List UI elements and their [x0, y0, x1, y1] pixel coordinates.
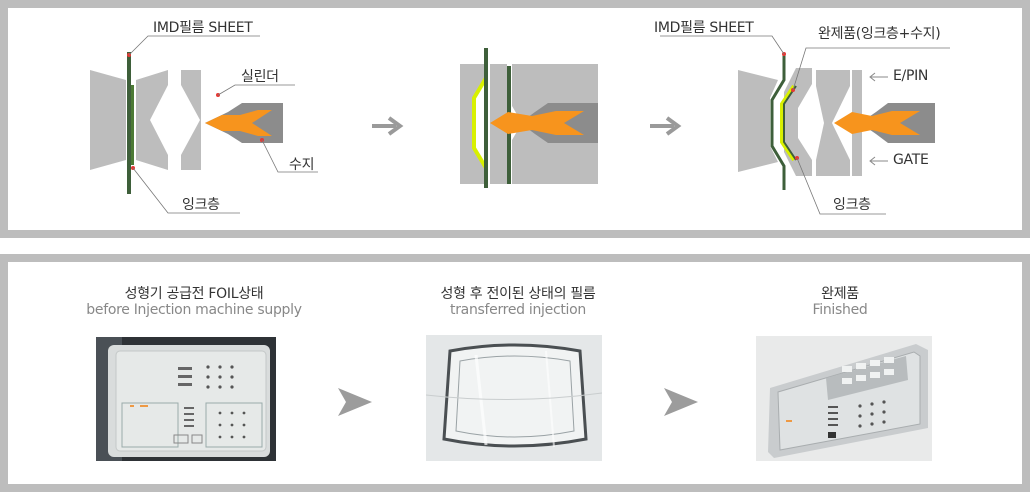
- opened-mold-right: [816, 70, 850, 176]
- process-arrow-2: [650, 116, 682, 136]
- step2-mold-diagram: [460, 48, 598, 188]
- item3-subtitle: Finished: [812, 302, 868, 318]
- film-leader-line: [128, 35, 260, 56]
- step3-ink-label: 잉크층: [833, 197, 871, 213]
- imd-film-sheet: [127, 52, 131, 194]
- finished-product-ink: [780, 84, 796, 162]
- resin-flow: [205, 110, 272, 136]
- step2-film-sheet: [484, 48, 488, 188]
- foil-before-supply-photo: [96, 337, 276, 461]
- cylinder-leader-line: [217, 84, 295, 96]
- step1-cylinder-label: 실린더: [241, 69, 279, 85]
- finished-product-resin: [783, 85, 797, 161]
- gate-arrow: [869, 156, 888, 166]
- closed-mold-left: [460, 64, 485, 184]
- transferred-film-photo: [426, 335, 602, 461]
- step3-film-label: IMD필름 SHEET: [654, 20, 754, 36]
- step3-resin-flow: [834, 111, 920, 135]
- step1-ink-label: 잉크층: [182, 197, 220, 213]
- step1-film-label: IMD필름 SHEET: [153, 20, 253, 36]
- step2-resin-flow: [490, 111, 584, 135]
- item2-title: 성형 후 전이된 상태의 필름: [440, 286, 596, 302]
- step1-mold-diagram: [90, 35, 318, 214]
- step3-epin-label: E/PIN: [893, 68, 929, 84]
- item1-subtitle: before Injection machine supply: [86, 302, 302, 318]
- moving-mold-half: [136, 70, 168, 170]
- step3-gate-label: GATE: [893, 152, 929, 168]
- opened-mold-left: [738, 70, 778, 172]
- mold-plate-right: [181, 70, 201, 170]
- formed-ink-layer: [472, 76, 488, 170]
- step3-ink-leader: [796, 157, 886, 215]
- step3-film-sheet: [770, 54, 786, 190]
- item1-title: 성형기 공급전 FOIL상태: [124, 286, 264, 302]
- fixed-mold-half: [90, 70, 126, 170]
- step1-resin-label: 수지: [289, 157, 315, 173]
- item2-subtitle: transferred injection: [450, 302, 586, 318]
- step3-product-leader: [792, 47, 950, 91]
- resin-leader-line: [261, 139, 318, 173]
- ink-layer: [131, 85, 134, 165]
- item3-title: 완제품: [821, 286, 859, 302]
- finished-product-photo: [756, 336, 932, 461]
- epin-arrow: [869, 72, 888, 82]
- step3-product-label: 완제품(잉크층+수지): [818, 26, 941, 42]
- process-arrow-1: [372, 116, 404, 136]
- step3-film-leader: [660, 35, 785, 55]
- ink-leader-line: [132, 167, 240, 214]
- step3-mold-diagram: [660, 35, 950, 215]
- process-diagram: [90, 35, 950, 215]
